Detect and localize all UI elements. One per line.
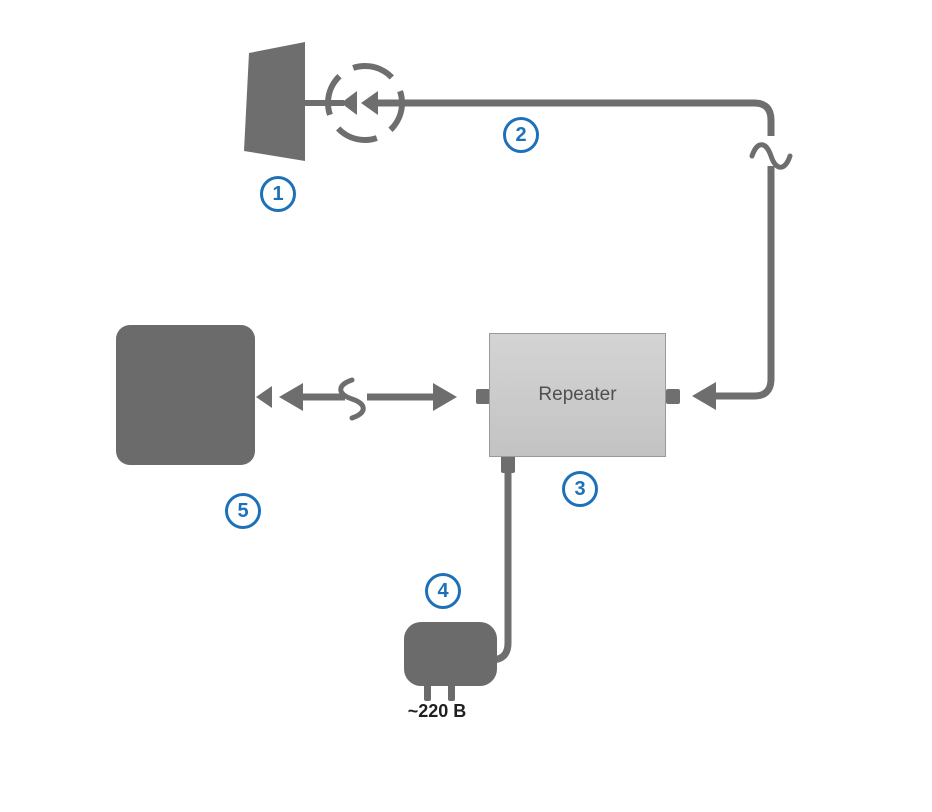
repeater-label: Repeater	[538, 384, 617, 405]
badge-indoor-antenna: 5	[225, 493, 261, 529]
jack-chevron-icon	[341, 91, 357, 115]
plug-arrow-icon	[361, 91, 378, 115]
outdoor-cable	[372, 99, 775, 400]
indoor-antenna-shape	[116, 325, 255, 465]
arrow-into-repeater-right	[692, 382, 716, 410]
badge-outdoor-cable: 2	[503, 117, 539, 153]
badge-outdoor-antenna: 1	[260, 176, 296, 212]
power-voltage-label: ~220 В	[407, 701, 467, 721]
cable-break-squiggle	[749, 142, 793, 170]
badge-power-supply: 4	[425, 573, 461, 609]
power-supply-shape	[404, 622, 497, 686]
repeater-power-connector	[501, 455, 515, 473]
power-plug-prong-right	[448, 684, 455, 701]
arrow-into-indoor-antenna	[279, 383, 303, 411]
badge-repeater: 3	[562, 471, 598, 507]
repeater-left-connector	[476, 389, 490, 404]
antenna-connector-stub	[300, 100, 344, 106]
outdoor-antenna-shape	[244, 42, 305, 161]
indoor-antenna-jack-chevron	[256, 386, 272, 408]
repeater-right-connector	[666, 389, 680, 404]
power-plug-prong-left	[424, 684, 431, 701]
repeater-box: Repeater	[489, 333, 666, 457]
indoor-cable-break-squiggle	[338, 377, 366, 421]
arrow-into-repeater-left	[433, 383, 457, 411]
